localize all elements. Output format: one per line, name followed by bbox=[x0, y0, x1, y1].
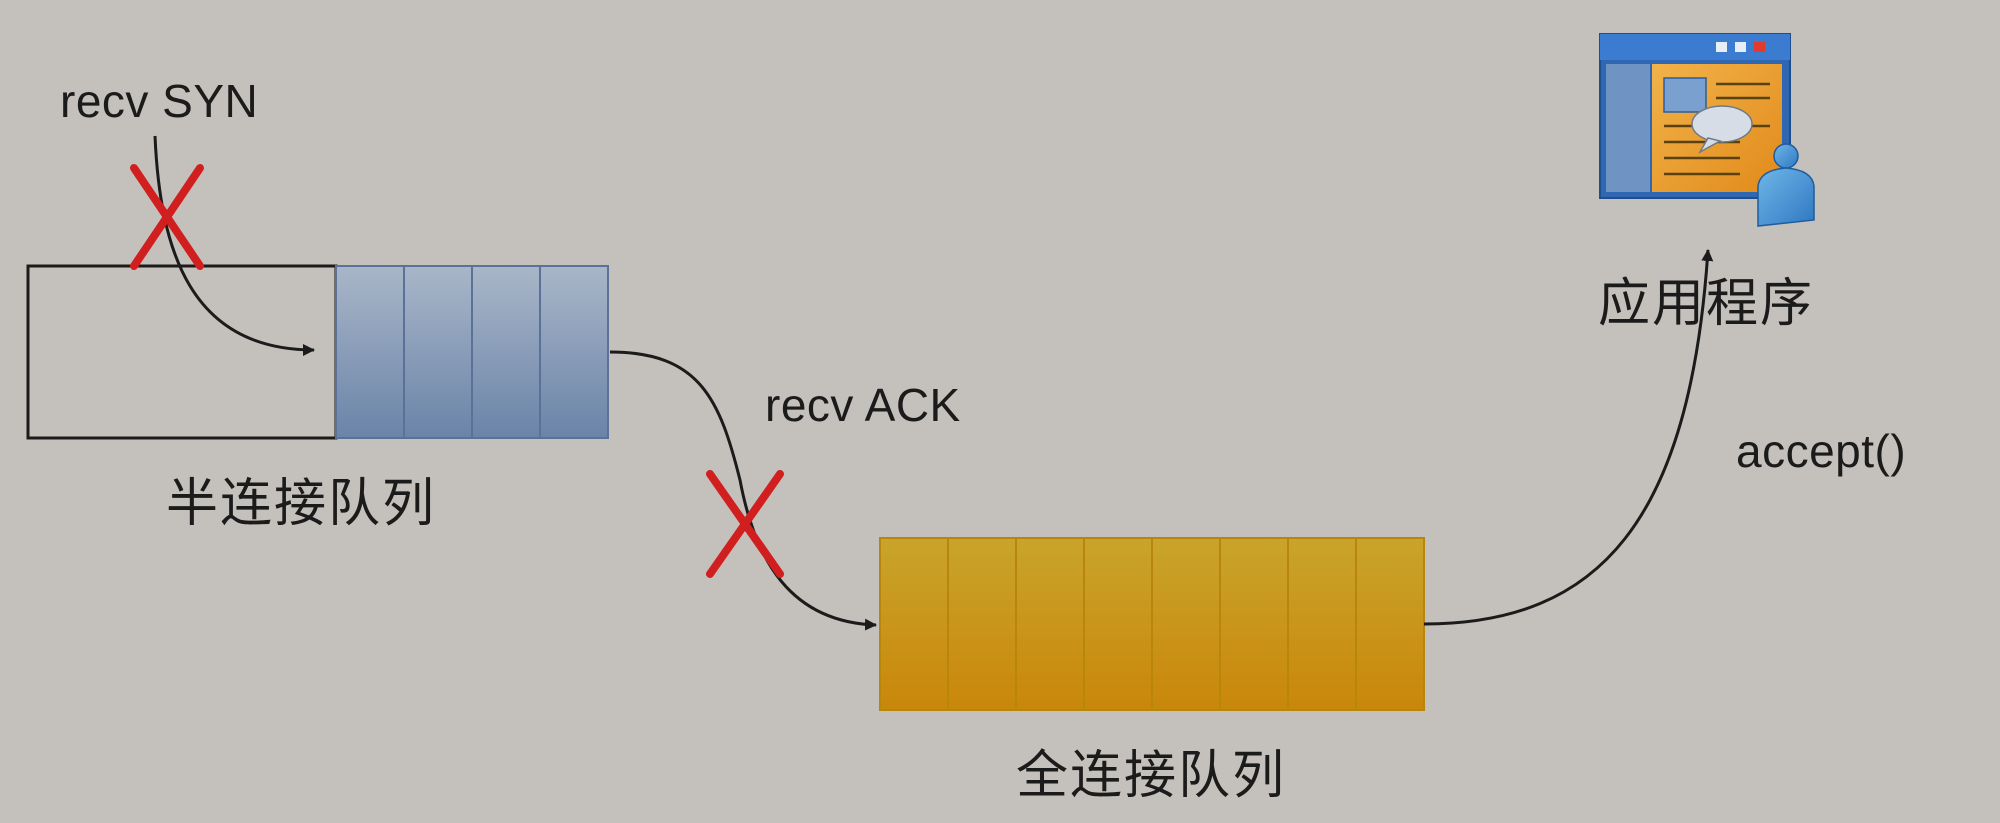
syn-arrow bbox=[153, 135, 315, 356]
recv-ack-label: recv ACK bbox=[765, 379, 961, 431]
ack-reject-x-mark-icon bbox=[706, 470, 784, 578]
full-queue-slots bbox=[879, 537, 1425, 711]
half-queue-label: 半连接队列 bbox=[166, 474, 437, 534]
full-queue-slot bbox=[1015, 537, 1085, 711]
full-queue-label: 全连接队列 bbox=[1016, 746, 1287, 806]
full-connection-queue bbox=[879, 537, 1425, 711]
recv-syn-label: recv SYN bbox=[60, 75, 259, 127]
application-window-icon bbox=[1599, 33, 1815, 227]
full-queue-slot bbox=[1219, 537, 1289, 711]
ack-arrow bbox=[609, 350, 877, 631]
full-queue-slot bbox=[1151, 537, 1221, 711]
full-queue-slot bbox=[1287, 537, 1357, 711]
half-queue-slots bbox=[335, 265, 609, 439]
syn-reject-x-mark-icon bbox=[130, 164, 204, 270]
full-queue-slot bbox=[1355, 537, 1425, 711]
accept-call-label: accept() bbox=[1736, 425, 1907, 477]
half-queue-slot bbox=[471, 265, 541, 439]
full-queue-slot bbox=[1083, 537, 1153, 711]
accept-arrow bbox=[1423, 249, 1714, 626]
half-queue-slot bbox=[403, 265, 473, 439]
half-queue-slot bbox=[539, 265, 609, 439]
half-queue-slot bbox=[335, 265, 405, 439]
full-queue-slot bbox=[947, 537, 1017, 711]
half-connection-queue bbox=[26, 264, 609, 440]
half-queue-empty-area bbox=[26, 264, 338, 440]
application-label: 应用程序 bbox=[1598, 274, 1815, 334]
full-queue-slot bbox=[879, 537, 949, 711]
